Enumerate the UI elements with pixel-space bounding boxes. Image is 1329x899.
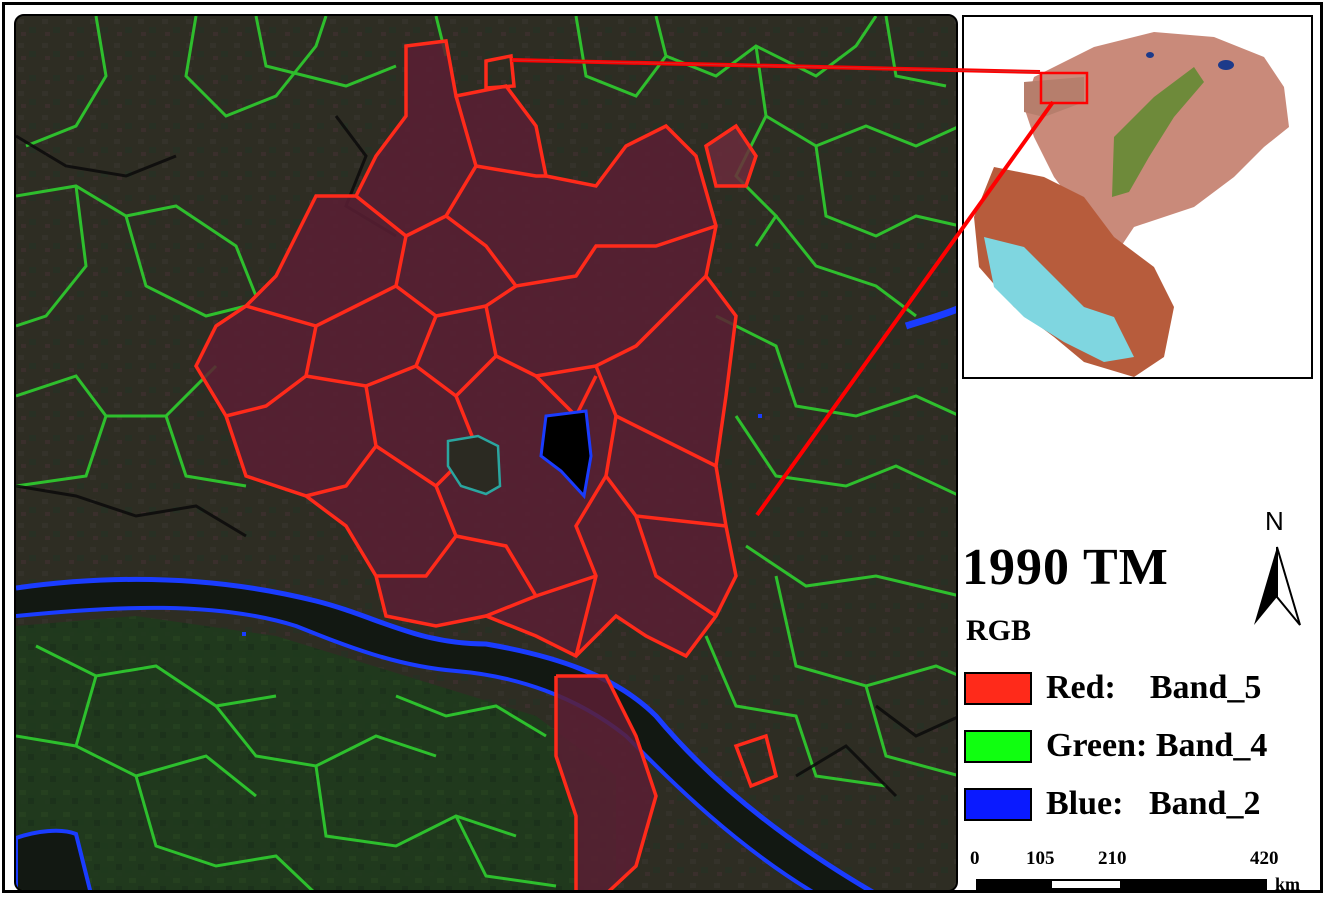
urban-core — [196, 41, 736, 656]
legend-heading: RGB — [966, 614, 1032, 647]
dark-boundaries — [16, 115, 956, 798]
enclave-polygon — [446, 434, 502, 496]
urban-northeast — [706, 126, 756, 186]
speck — [242, 632, 246, 636]
map-title: 1990 TM — [962, 539, 1169, 596]
main-map-svg — [16, 16, 956, 890]
scale-segment-3 — [1121, 879, 1267, 890]
legend-item-blue: Blue: Band_2 — [964, 784, 1260, 824]
river-channel — [16, 579, 870, 890]
scale-segment-1 — [976, 879, 1051, 890]
urban-boundaries — [194, 39, 779, 890]
legend-label-red: Red: Band_5 — [1046, 669, 1262, 706]
river-outline — [16, 576, 875, 890]
blue-swatch — [964, 787, 1032, 821]
inset-lake — [1218, 60, 1234, 70]
scale-tick-105: 105 — [1026, 848, 1055, 869]
central-lake — [539, 409, 593, 500]
southwest-river — [16, 828, 93, 890]
scale-unit: km — [1275, 874, 1301, 894]
speck — [758, 414, 762, 418]
scale-tick-0: 0 — [970, 848, 980, 869]
scale-segment-2 — [1050, 879, 1122, 890]
inset-map — [962, 15, 1313, 379]
inset-green-valley — [1112, 67, 1204, 197]
scale-bar: 0 105 210 420 km — [968, 848, 1320, 894]
legend-item-green: Green: Band_4 — [964, 726, 1267, 766]
north-label: N — [1265, 506, 1284, 536]
cropland-area — [16, 616, 616, 890]
inset-map-svg — [974, 32, 1289, 377]
legend-item-red: Red: Band_5 — [964, 668, 1261, 708]
green-swatch — [964, 729, 1032, 763]
scale-tick-210: 210 — [1098, 848, 1127, 869]
inset-lake — [1146, 52, 1154, 58]
legend-label-green: Green: Band_4 — [1046, 727, 1268, 764]
north-arrow-icon — [1254, 546, 1301, 626]
main-map — [14, 14, 958, 892]
scale-tick-420: 420 — [1250, 848, 1279, 869]
inset-study-area-box — [1039, 71, 1089, 105]
red-swatch — [964, 671, 1032, 705]
river-outline-south — [16, 605, 814, 890]
legend-label-blue: Blue: Band_2 — [1046, 785, 1261, 822]
